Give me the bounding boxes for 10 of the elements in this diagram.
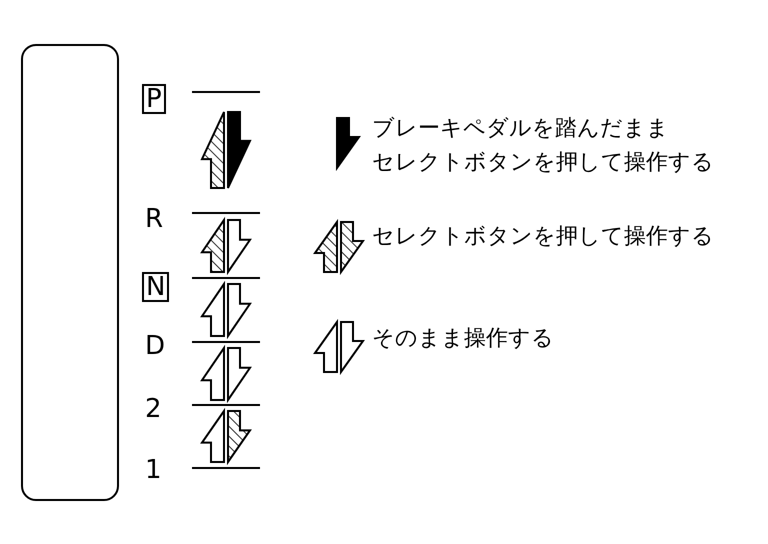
position-letter: D — [145, 333, 166, 359]
position-letter: 1 — [145, 457, 162, 483]
boxed-position-letter: P — [142, 84, 166, 114]
shift-gate-outline — [21, 44, 119, 501]
position-letter: R — [145, 206, 164, 232]
position-letter: 2 — [145, 396, 162, 422]
legend-text: セレクトボタンを押して操作する — [372, 223, 714, 251]
legend-text: ブレーキペダルを踏んだままセレクトボタンを押して操作する — [372, 115, 714, 177]
boxed-position-letter: N — [142, 272, 170, 302]
legend-text: そのまま操作する — [372, 325, 554, 353]
